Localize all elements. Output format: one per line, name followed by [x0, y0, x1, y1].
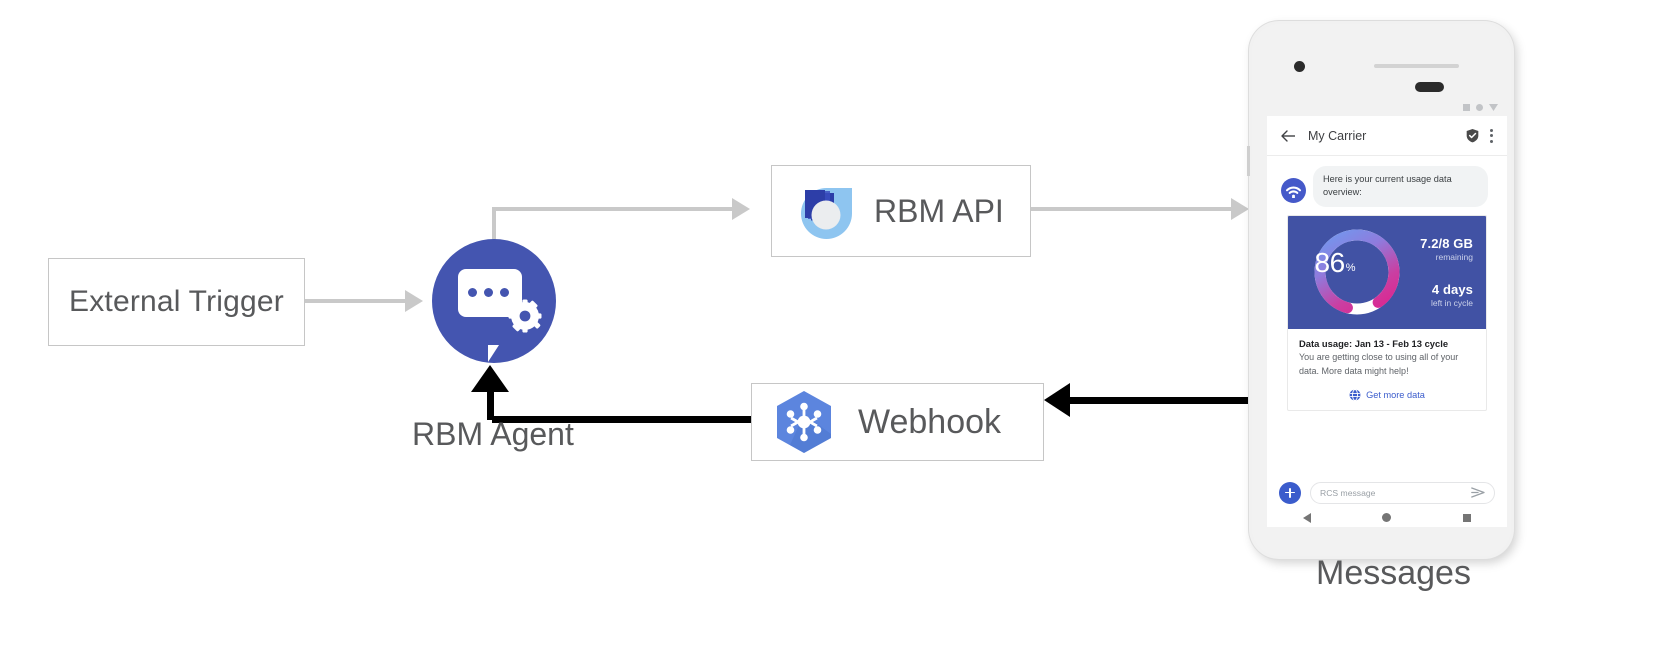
phone-body: My Carrier [1252, 24, 1511, 556]
rich-card[interactable]: 86 % 7.2/8 GB remaining 4 days left in c… [1287, 215, 1487, 411]
rbm-api-label: RBM API [874, 192, 1004, 229]
phone-screen: My Carrier [1267, 99, 1507, 527]
phone-mockup: My Carrier [1247, 21, 1514, 559]
node-external-trigger[interactable]: External Trigger [48, 258, 305, 346]
rich-card-media: 86 % 7.2/8 GB remaining 4 days left in c… [1288, 216, 1486, 329]
chat-bubble-tail [488, 345, 499, 362]
stat-days-value: 4 days [1431, 282, 1473, 297]
bubble-dot-1 [468, 288, 477, 297]
message-composer: RCS message [1267, 479, 1507, 506]
node-rbm-api[interactable]: RBM API [771, 165, 1031, 257]
gauge-percent-value: 86 [1314, 247, 1346, 278]
rbm-agent-label: RBM Agent [412, 416, 574, 452]
stat-data-remaining: 7.2/8 GB remaining [1420, 236, 1473, 262]
phone-side-button[interactable] [1247, 146, 1250, 176]
messages-label: Messages [1316, 554, 1471, 592]
rbm-api-droplet-logo [801, 183, 852, 239]
get-more-data-button[interactable]: Get more data [1288, 381, 1486, 410]
rich-card-title: Data usage: Jan 13 - Feb 13 cycle [1299, 338, 1449, 349]
gear-icon [508, 299, 542, 333]
nav-recents-icon[interactable] [1463, 513, 1472, 522]
rcs-message-placeholder: RCS message [1320, 487, 1376, 498]
connector-webhook-to-agent-stem [487, 390, 494, 420]
speaker-icon [1415, 82, 1444, 92]
wifi-triangle-icon [1489, 104, 1498, 111]
connector-webhook-to-agent-arrowhead [471, 365, 509, 392]
connector-api-to-messages [1031, 207, 1231, 211]
webhook-label: Webhook [858, 402, 1002, 441]
connector-messages-to-webhook-arrowhead [1044, 383, 1070, 417]
get-more-data-label: Get more data [1366, 390, 1425, 400]
node-webhook[interactable]: Webhook [751, 383, 1044, 461]
nav-back-icon[interactable] [1302, 512, 1311, 523]
stat-days-left: 4 days left in cycle [1431, 282, 1473, 308]
external-trigger-label: External Trigger [69, 285, 284, 318]
connector-agent-to-api-arrowhead [732, 198, 750, 220]
connector-messages-to-webhook [1070, 397, 1258, 404]
connector-webhook-to-agent-horizontal [492, 416, 754, 423]
plus-icon[interactable] [1279, 481, 1301, 504]
incoming-message-bubble: Here is your current usage data overview… [1313, 166, 1488, 207]
app-bar: My Carrier [1267, 116, 1507, 156]
node-rbm-agent[interactable] [432, 239, 556, 363]
overflow-menu-icon[interactable] [1490, 128, 1494, 143]
bubble-dot-3 [500, 288, 509, 297]
stat-data-label: remaining [1435, 252, 1473, 262]
gauge-percent-symbol: % [1345, 261, 1356, 274]
send-arrow-icon[interactable] [1471, 487, 1485, 498]
earpiece-grille [1374, 64, 1459, 68]
connector-agent-up-stem [492, 207, 496, 247]
avatar [1281, 178, 1306, 203]
status-bar [1267, 99, 1507, 116]
nav-home-icon[interactable] [1382, 513, 1392, 522]
usage-gauge [1314, 229, 1400, 315]
square-icon [1463, 104, 1470, 111]
bubble-dot-2 [484, 288, 493, 297]
connector-api-to-messages-arrowhead [1231, 198, 1249, 220]
rich-card-description: You are getting close to using all of yo… [1299, 352, 1459, 376]
broadcast-tower-icon [1285, 186, 1302, 198]
cloud-functions-hexagon-icon [777, 391, 831, 453]
globe-icon [1349, 389, 1361, 401]
circle-icon [1476, 104, 1483, 111]
connector-trigger-to-agent [305, 299, 405, 303]
conversation-pane: Here is your current usage data overview… [1267, 157, 1507, 479]
gauge-percent-readout: 86 % [1288, 216, 1382, 310]
back-arrow-icon[interactable] [1280, 128, 1296, 144]
connector-trigger-to-agent-arrowhead [405, 290, 423, 312]
stat-data-value: 7.2/8 GB [1420, 236, 1473, 251]
conversation-title: My Carrier [1308, 128, 1367, 143]
connector-agent-to-api-horizontal [492, 207, 732, 211]
android-nav-bar [1267, 508, 1507, 527]
stat-days-label: left in cycle [1430, 298, 1473, 308]
search-input[interactable]: RCS message [1310, 481, 1495, 504]
verified-shield-icon [1466, 128, 1479, 143]
rich-card-body: Data usage: Jan 13 - Feb 13 cycle You ar… [1288, 329, 1486, 381]
front-camera-icon [1294, 61, 1305, 72]
